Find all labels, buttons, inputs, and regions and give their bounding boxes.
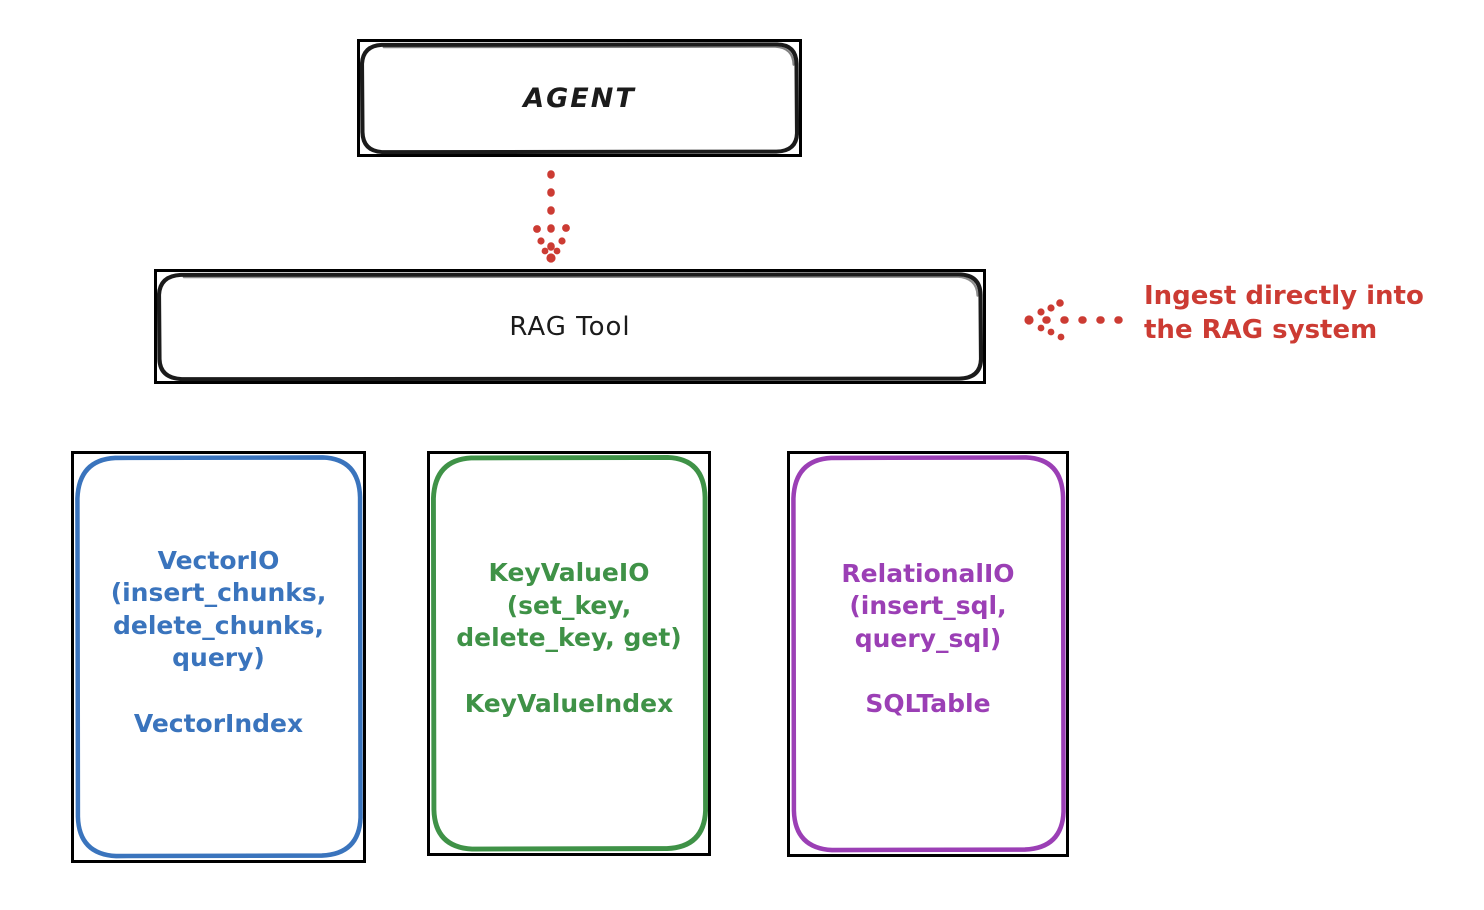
agent-to-rag-tool-arrow	[533, 170, 570, 263]
keyvalue-io-box[interactable]: KeyValueIO (set_key, delete_key, get) Ke…	[427, 451, 711, 856]
relational-io-content: RelationalIO (insert_sql, query_sql) SQL…	[841, 558, 1014, 719]
vector-io-title: VectorIO (insert_chunks, delete_chunks, …	[110, 545, 327, 673]
relational-io-box[interactable]: RelationalIO (insert_sql, query_sql) SQL…	[787, 451, 1069, 857]
relational-io-subtitle: SQLTable	[865, 689, 991, 719]
ingest-to-rag-tool-arrow	[1024, 299, 1128, 341]
agent-label: AGENT	[523, 82, 636, 114]
vector-io-content: VectorIO (insert_chunks, delete_chunks, …	[111, 545, 327, 738]
ingest-annotation: Ingest directly into the RAG system	[1144, 281, 1424, 345]
keyvalue-io-title: KeyValueIO (set_key, delete_key, get)	[456, 558, 682, 653]
rag-tool-box[interactable]: RAG Tool	[154, 269, 986, 384]
relational-io-title: RelationalIO (insert_sql, query_sql)	[841, 558, 1015, 653]
keyvalue-io-content: KeyValueIO (set_key, delete_key, get) Ke…	[456, 557, 681, 718]
agent-box[interactable]: AGENT	[357, 39, 802, 157]
rag-tool-label: RAG Tool	[509, 311, 631, 342]
vector-io-box[interactable]: VectorIO (insert_chunks, delete_chunks, …	[71, 451, 366, 863]
vector-io-subtitle: VectorIndex	[133, 708, 304, 738]
keyvalue-io-subtitle: KeyValueIndex	[464, 688, 674, 718]
